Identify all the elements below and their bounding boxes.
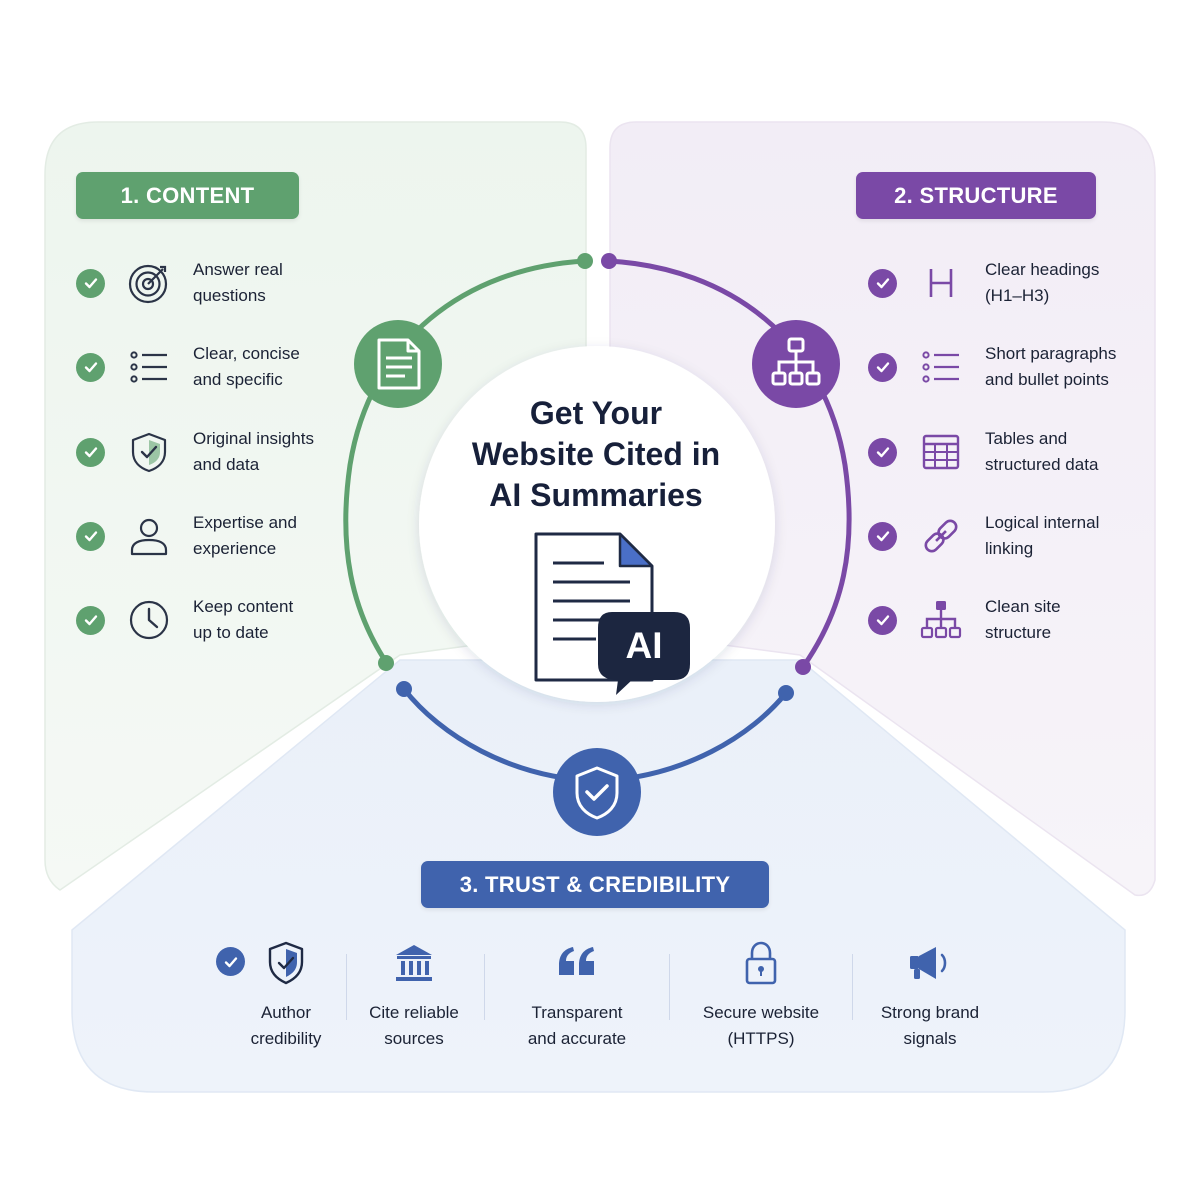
person-icon xyxy=(126,513,172,559)
trust-item-label: Secure website (HTTPS) xyxy=(702,1003,820,1048)
check-icon xyxy=(868,352,897,382)
structure-item-label: Clean site structure xyxy=(985,597,1061,642)
check-icon xyxy=(868,605,897,635)
content-item: Clear, concise and specific xyxy=(76,341,343,393)
trust-section-badge: 3. TRUST & CREDIBILITY xyxy=(421,861,769,908)
check-icon xyxy=(868,268,897,298)
content-item-label: Expertise and experience xyxy=(193,513,297,558)
shield-check-icon xyxy=(126,429,172,475)
content-item: Expertise and experience xyxy=(76,510,343,562)
trust-item: Transparent and accurate xyxy=(507,936,647,1052)
content-arc xyxy=(343,258,588,665)
ai-document-icon xyxy=(534,532,690,695)
link-icon xyxy=(918,513,964,559)
padlock-icon xyxy=(739,936,783,990)
sitemap-icon xyxy=(918,597,964,643)
quote-icon xyxy=(555,936,599,990)
structure-item-label: Short paragraphs and bullet points xyxy=(985,344,1117,389)
divider xyxy=(346,954,347,1020)
page-title: Get Your Website Cited in AI Summaries xyxy=(471,395,721,513)
check-icon xyxy=(76,352,105,382)
document-node-icon xyxy=(354,320,442,408)
shield-node-icon xyxy=(553,748,641,836)
trust-item-label: Author credibility xyxy=(250,1003,322,1048)
check-icon xyxy=(216,947,245,976)
structure-item: Clean site structure xyxy=(868,594,1135,646)
check-icon xyxy=(868,521,897,551)
check-icon xyxy=(76,605,105,635)
check-icon xyxy=(76,268,105,298)
trust-item: Cite reliable sources xyxy=(354,936,474,1052)
structure-item: Tables and structured data xyxy=(868,426,1135,478)
trust-item: Author credibility xyxy=(236,936,336,1052)
structure-item: Short paragraphs and bullet points xyxy=(868,341,1135,393)
structure-item-label: Tables and structured data xyxy=(985,429,1099,474)
divider xyxy=(852,954,853,1020)
structure-section-badge: 2. STRUCTURE xyxy=(856,172,1096,219)
structure-item-label: Logical internal linking xyxy=(985,513,1100,558)
structure-panel xyxy=(609,121,1156,897)
clock-icon xyxy=(126,597,172,643)
list-icon xyxy=(126,344,172,390)
trust-item: Strong brand signals xyxy=(870,936,990,1052)
content-item: Answer real questions xyxy=(76,257,343,309)
content-item-label: Answer real questions xyxy=(193,260,283,305)
content-item-label: Original insights and data xyxy=(193,429,314,474)
trust-item-label: Strong brand signals xyxy=(880,1003,980,1048)
divider xyxy=(669,954,670,1020)
target-icon xyxy=(126,260,172,306)
content-item-label: Clear, concise and specific xyxy=(193,344,300,389)
check-icon xyxy=(868,437,897,467)
trust-item-label: Cite reliable sources xyxy=(369,1003,459,1048)
hierarchy-node-icon xyxy=(752,320,840,408)
structure-item-label: Clear headings (H1–H3) xyxy=(985,260,1100,305)
ai-badge-label: AI xyxy=(625,625,663,666)
institution-icon xyxy=(392,936,436,990)
structure-item: Clear headings (H1–H3) xyxy=(868,257,1135,309)
check-icon xyxy=(76,521,105,551)
content-panel xyxy=(44,121,587,891)
structure-item: Logical internal linking xyxy=(868,510,1135,562)
bullet-list-icon xyxy=(918,344,964,390)
content-section-badge: 1. CONTENT xyxy=(76,172,299,219)
content-item: Original insights and data xyxy=(76,426,343,478)
trust-item: Secure website (HTTPS) xyxy=(691,936,831,1052)
content-item: Keep content up to date xyxy=(76,594,343,646)
megaphone-icon xyxy=(906,936,954,990)
divider xyxy=(484,954,485,1020)
table-icon xyxy=(918,429,964,475)
heading-icon xyxy=(918,260,964,306)
structure-arc xyxy=(606,258,852,670)
center-circle xyxy=(419,346,775,702)
content-item-label: Keep content up to date xyxy=(193,597,294,642)
author-shield-icon xyxy=(264,936,308,990)
trust-item-label: Transparent and accurate xyxy=(527,1003,627,1048)
check-icon xyxy=(76,437,105,467)
